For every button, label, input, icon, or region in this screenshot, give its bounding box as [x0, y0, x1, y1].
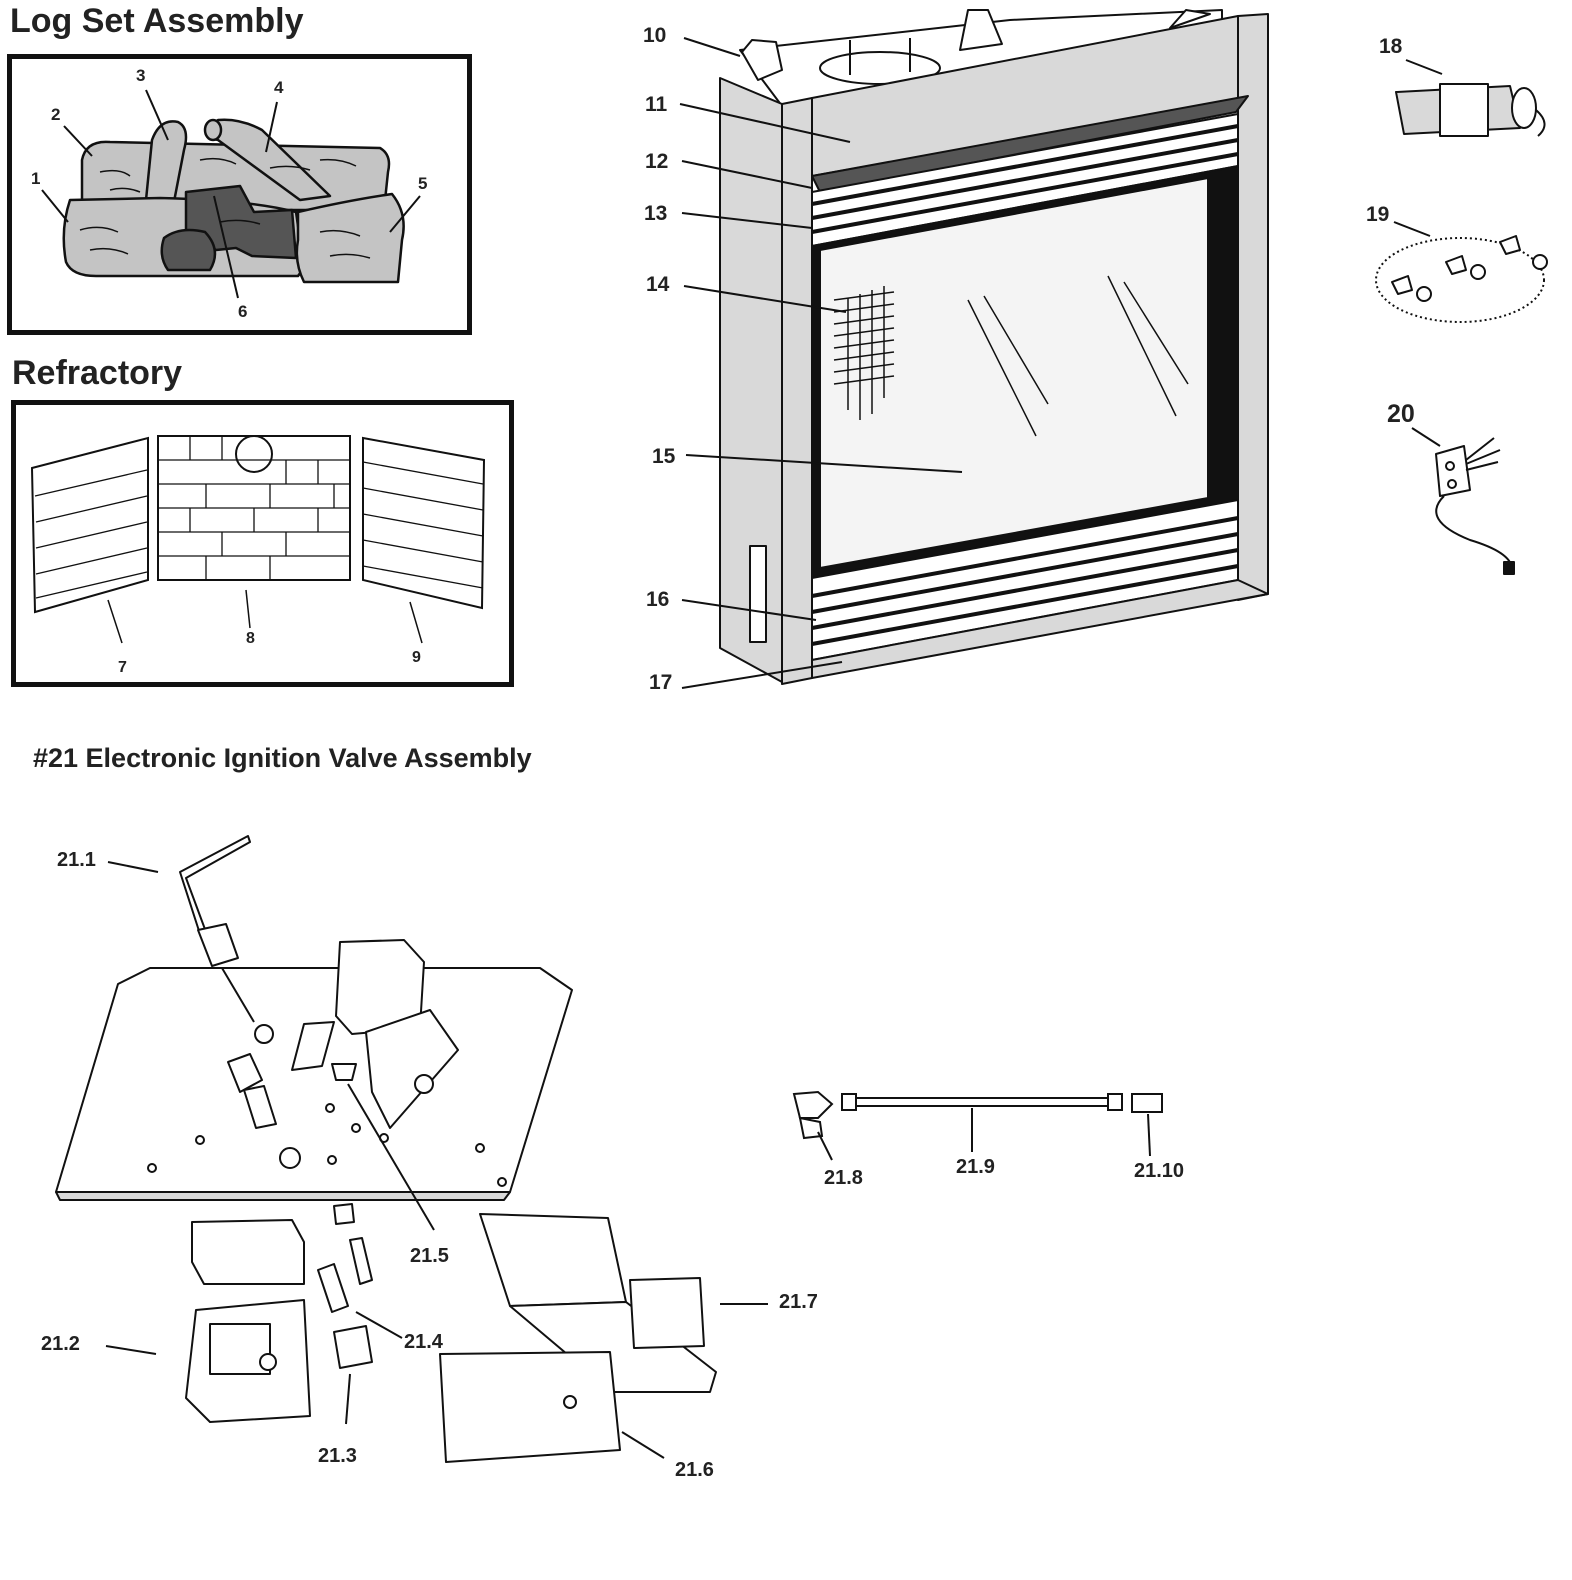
callout-21-7: 21.7: [779, 1291, 818, 1313]
log-set-heading: Log Set Assembly: [10, 2, 304, 40]
callout-17: 17: [649, 671, 673, 694]
callout-21-8: 21.8: [824, 1167, 863, 1189]
callout-21-3: 21.3: [318, 1445, 357, 1467]
callout-16: 16: [646, 588, 670, 611]
callout-5: 5: [418, 174, 428, 193]
callout-19: 19: [1366, 203, 1390, 226]
callout-13: 13: [644, 202, 668, 225]
callout-21-9: 21.9: [956, 1156, 995, 1178]
callout-21-2: 21.2: [41, 1333, 80, 1355]
callout-21-6: 21.6: [675, 1459, 714, 1481]
callout-20: 20: [1387, 400, 1415, 428]
callout-2: 2: [51, 105, 61, 124]
callout-9: 9: [412, 649, 421, 666]
callout-7: 7: [118, 659, 127, 676]
callout-18: 18: [1379, 35, 1403, 58]
callout-4: 4: [274, 78, 284, 97]
callout-6: 6: [238, 302, 248, 321]
callout-15: 15: [652, 445, 676, 468]
log-set-frame: [7, 54, 472, 335]
callout-8: 8: [246, 630, 255, 647]
callout-21-1: 21.1: [57, 849, 96, 871]
callout-11: 11: [645, 93, 668, 116]
refractory-heading: Refractory: [12, 354, 183, 392]
callout-3: 3: [136, 66, 146, 85]
callout-21-4: 21.4: [404, 1331, 443, 1353]
callout-12: 12: [645, 150, 669, 173]
callout-21-5: 21.5: [410, 1245, 449, 1267]
callout-14: 14: [646, 273, 670, 296]
valve-assembly-heading: #21 Electronic Ignition Valve Assembly: [33, 743, 532, 773]
refractory-frame: [11, 400, 514, 687]
callout-10: 10: [643, 24, 667, 47]
callout-1: 1: [31, 169, 41, 188]
callout-21-10: 21.10: [1134, 1160, 1185, 1182]
